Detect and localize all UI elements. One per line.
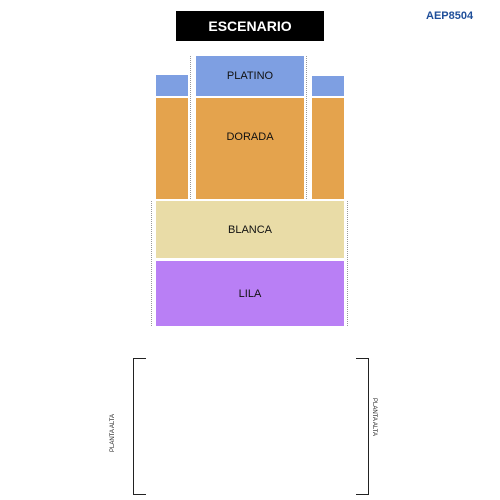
stage-label: ESCENARIO: [176, 11, 324, 41]
map-code: AEP8504: [426, 10, 474, 22]
row-markers-left-lower: [151, 201, 155, 326]
zone-platino-right[interactable]: [312, 76, 344, 96]
upper-floor-left-label: PLANTA ALTA: [110, 413, 117, 453]
zone-dorada-center[interactable]: DORADA: [196, 98, 304, 199]
zone-lila[interactable]: LILA: [156, 261, 344, 326]
zone-lila-label: LILA: [238, 287, 262, 300]
upper-floor-right-label: PLANTA ALTA: [371, 397, 378, 437]
zone-blanca[interactable]: BLANCA: [156, 201, 344, 258]
zone-platino-label: PLATINO: [226, 70, 274, 82]
row-markers-right-lower: [347, 201, 351, 326]
row-markers-left-upper: [190, 56, 195, 199]
zone-blanca-label: BLANCA: [227, 223, 273, 236]
row-markers-right-upper: [306, 56, 311, 199]
upper-floor-left-bracket: [133, 358, 146, 495]
upper-floor-right-bracket: [356, 358, 369, 495]
zone-dorada-left[interactable]: [156, 98, 188, 199]
zone-dorada-label: DORADA: [226, 131, 274, 143]
zone-dorada-right[interactable]: [312, 98, 344, 199]
zone-platino-left[interactable]: [156, 75, 188, 96]
zone-platino-center[interactable]: PLATINO: [196, 56, 304, 96]
